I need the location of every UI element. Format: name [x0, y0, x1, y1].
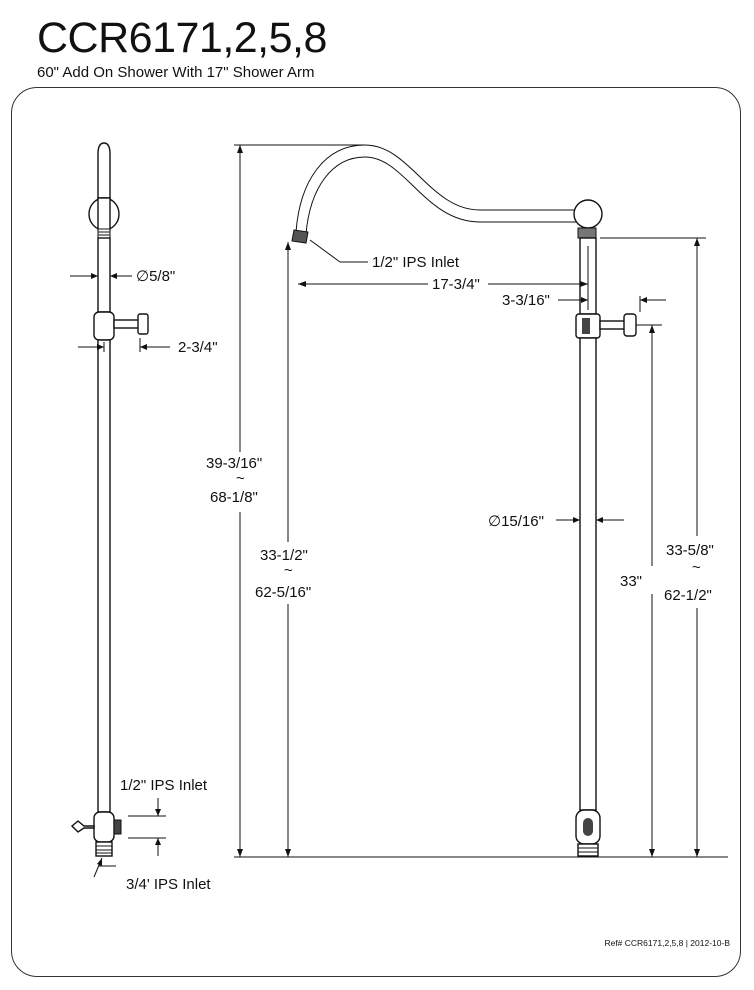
- inlet-height-min-label: 33-1/2": [260, 547, 308, 564]
- ball-joint: [573, 199, 603, 229]
- arm-inlet-label: 1/2" IPS Inlet: [372, 254, 460, 271]
- arm-reach-label: 17-3/4": [432, 276, 480, 293]
- right-diameter-label: ∅15/16": [488, 513, 544, 530]
- left-bottom-valve: [93, 811, 115, 843]
- left-inlet-top-label: 1/2" IPS Inlet: [120, 777, 208, 794]
- inlet-height-range-symbol: ~: [284, 562, 293, 579]
- left-offset-label: 2-3/4": [178, 339, 218, 356]
- reference-number: Ref# CCR6171,2,5,8 | 2012-10-B: [604, 938, 730, 948]
- left-diverter-handle: [137, 313, 149, 335]
- riser-height-max-label: 62-1/2": [664, 587, 712, 604]
- left-side-view: ∅5/8" 2-3/4" 1/2" IPS Inlet 3/4' IPS Inl…: [70, 142, 218, 893]
- riser-height-range-symbol: ~: [692, 559, 701, 576]
- left-diverter-stem: [113, 319, 141, 329]
- shower-arm-outer: [295, 144, 578, 233]
- right-side-view: 39-3/16" ~ 68-1/8" 33-1/2" ~ 62-5/16" 1/…: [206, 144, 728, 858]
- arm-inlet-thread: [291, 229, 309, 244]
- left-thread-top: [97, 228, 111, 239]
- ball-joint-nut: [577, 227, 597, 239]
- drawing-frame: [11, 87, 741, 977]
- right-pipe-riser: [579, 337, 597, 811]
- inlet-height-max-label: 62-5/16": [255, 584, 311, 601]
- arm-offset-label: 3-3/16": [502, 292, 550, 309]
- left-diameter-label: ∅5/8": [136, 268, 175, 285]
- left-ring-core: [97, 197, 111, 231]
- shower-arm-inner: [305, 156, 578, 235]
- page-subtitle: 60" Add On Shower With 17" Shower Arm: [37, 64, 315, 81]
- overall-height-range-symbol: ~: [236, 470, 245, 487]
- right-diverter-handle: [623, 313, 637, 337]
- valve-height-label: 33": [620, 573, 642, 590]
- left-valve-inlet-thread: [113, 819, 122, 835]
- page-title: CCR6171,2,5,8: [37, 14, 327, 62]
- right-diverter-stem: [599, 320, 627, 330]
- overall-height-min-label: 39-3/16": [206, 455, 262, 472]
- left-diverter-body: [93, 311, 115, 341]
- left-bottom-nut: [95, 841, 113, 857]
- right-bottom-nut: [577, 843, 599, 857]
- overall-height-max-label: 68-1/8": [210, 489, 258, 506]
- left-pipe-top-section: [97, 142, 111, 199]
- left-inlet-bottom-label: 3/4' IPS Inlet: [126, 876, 211, 893]
- left-pipe-riser: [97, 339, 111, 813]
- left-pipe-upper: [97, 237, 111, 313]
- right-bottom-port: [583, 818, 593, 836]
- right-diverter-port: [582, 318, 590, 334]
- riser-height-min-label: 33-5/8": [666, 542, 714, 559]
- left-valve-handle: [70, 820, 95, 833]
